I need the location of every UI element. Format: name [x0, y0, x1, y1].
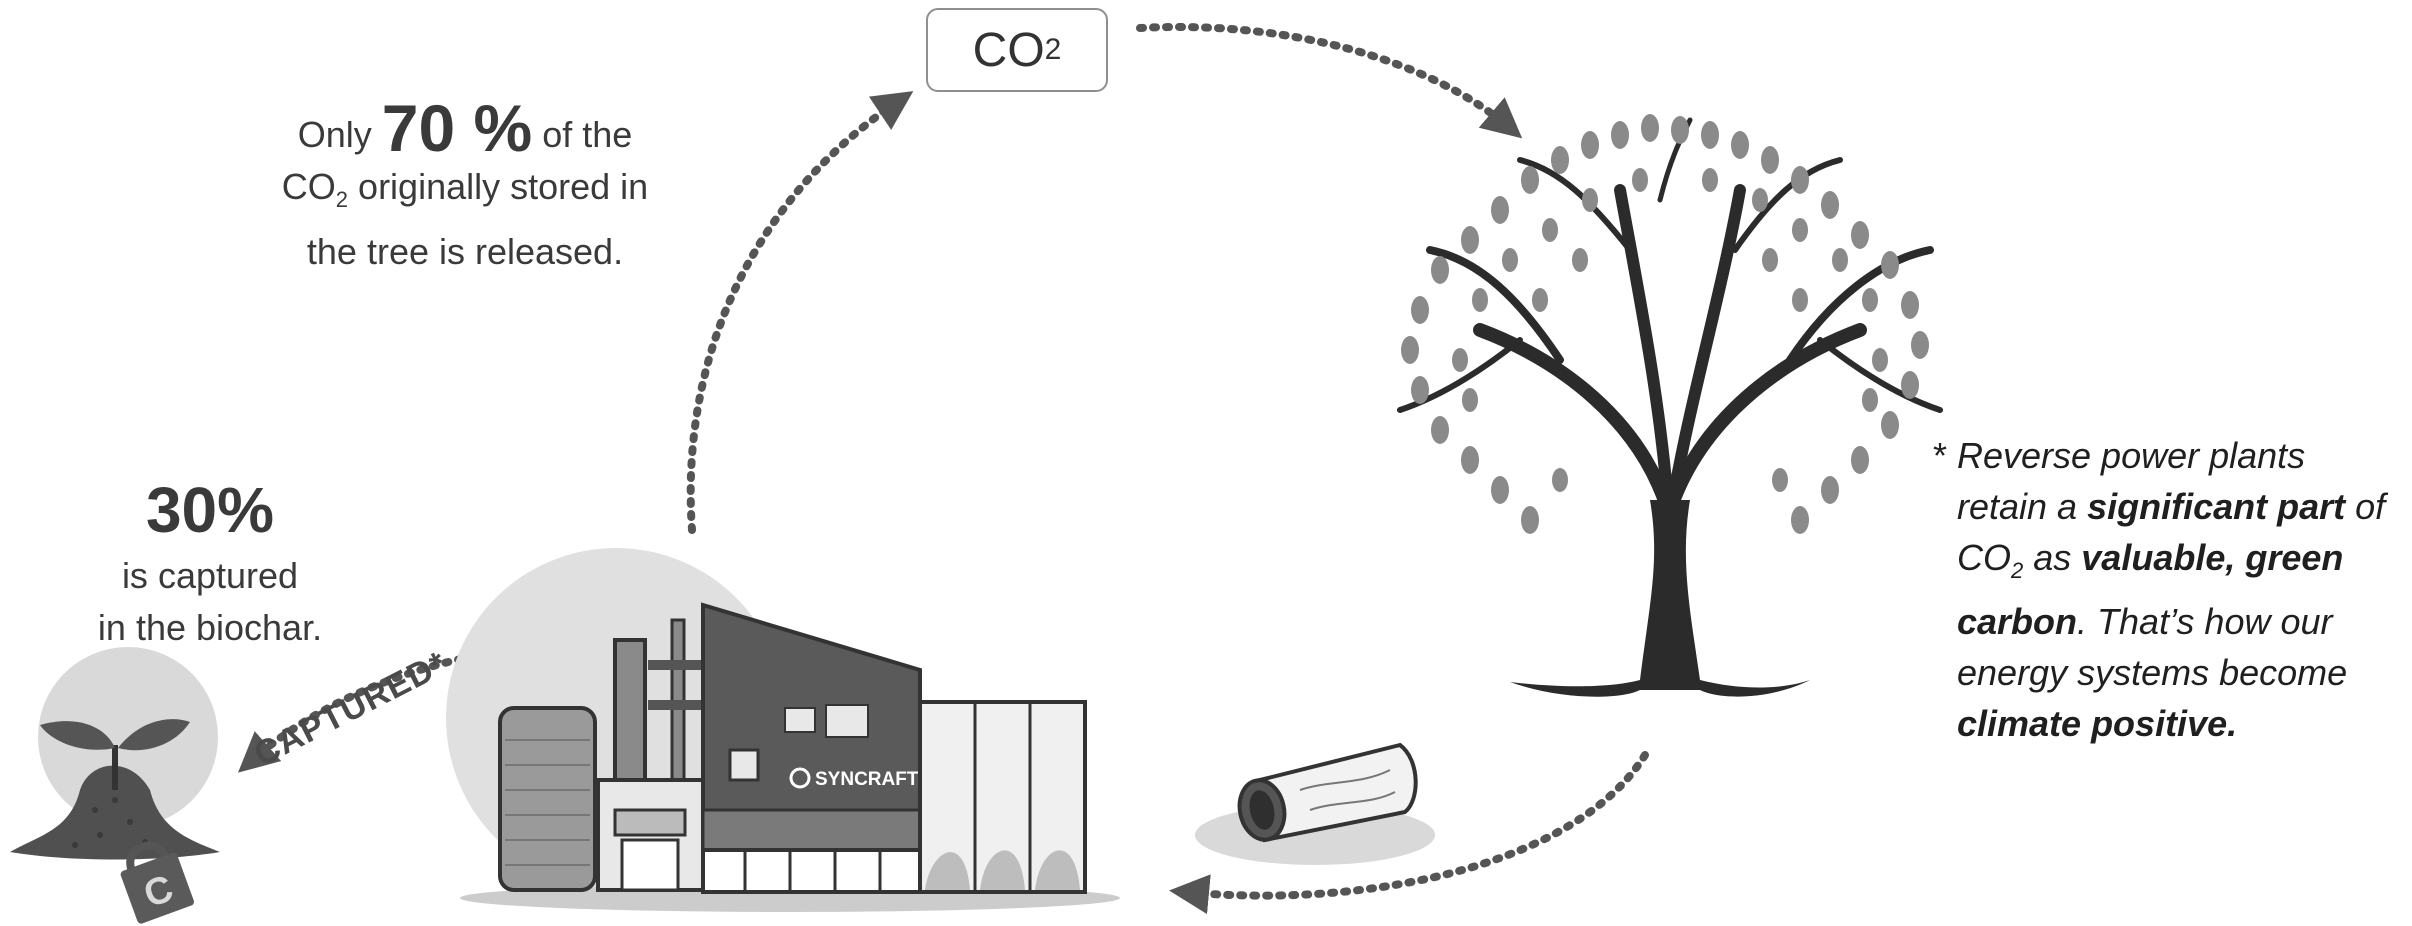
- arrow-co2-to-tree: [1140, 27, 1510, 128]
- note-t3: as: [2023, 537, 2081, 578]
- biochar-illustration: C: [10, 647, 220, 925]
- released-co2: CO: [282, 166, 336, 207]
- released-co2-sub: 2: [336, 187, 348, 212]
- released-line2-rest: originally stored in: [348, 166, 648, 207]
- released-line-1: Only 70 % of the: [255, 102, 675, 161]
- footnote-body: Reverse power plants retain a significan…: [1935, 430, 2405, 749]
- released-pre: Only: [298, 114, 382, 155]
- tree-illustration: [1400, 114, 1940, 697]
- footnote: * Reverse power plants retain a signific…: [1935, 430, 2405, 749]
- captured-value: 30%: [60, 470, 360, 550]
- note-b1: significant part: [2087, 486, 2345, 527]
- released-post: of the: [532, 114, 632, 155]
- co2-label: CO: [973, 23, 1045, 78]
- released-line-3: the tree is released.: [255, 226, 675, 278]
- captured-text: 30% is captured in the biochar.: [60, 470, 360, 654]
- co2-subscript: 2: [1045, 33, 1062, 67]
- note-sub: 2: [2011, 558, 2023, 583]
- footnote-star: *: [1933, 430, 1947, 481]
- released-line-2: CO2 originally stored in: [255, 161, 675, 226]
- captured-line-2: in the biochar.: [60, 602, 360, 654]
- tree-trunk: [1510, 500, 1810, 697]
- log-illustration: [1195, 745, 1435, 865]
- power-plant-illustration: SYNCRAFT: [446, 548, 1120, 912]
- released-text: Only 70 % of the CO2 originally stored i…: [255, 102, 675, 278]
- arrow-plant-to-co2: [691, 100, 900, 530]
- captured-line-1: is captured: [60, 550, 360, 602]
- plant-brand: SYNCRAFT: [815, 769, 919, 790]
- note-b3: climate positive.: [1957, 703, 2237, 744]
- released-value: 70 %: [382, 91, 532, 165]
